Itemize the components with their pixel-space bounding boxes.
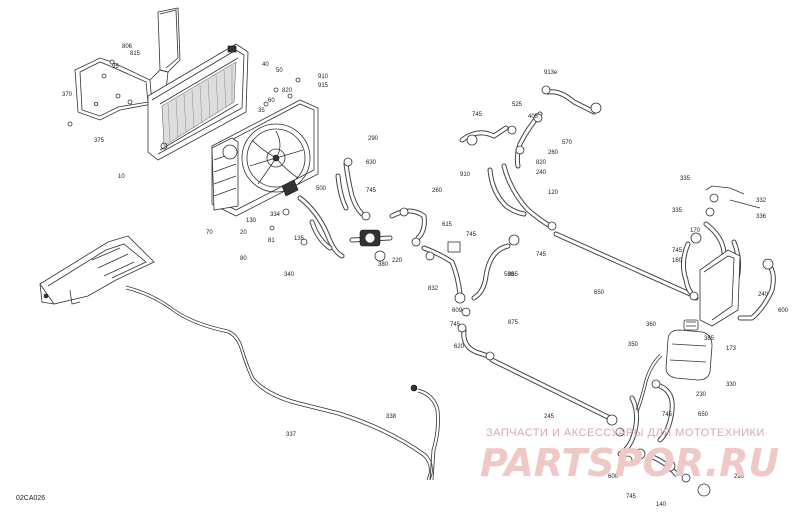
callout-label: 570 — [562, 140, 573, 146]
watermark-tagline: ЗАПЧАСТИ И АКСЕССУАРЫ ДЛЯ МОТОТЕХНИКИ — [486, 427, 765, 439]
callout-label: 20 — [240, 230, 247, 236]
callout-label: 600 — [778, 308, 789, 314]
fan-assembly — [211, 99, 319, 217]
callout-label: 832 — [428, 286, 439, 292]
callout-label: 140 — [656, 502, 667, 508]
hose-group — [297, 89, 776, 477]
callout-label: 35 — [258, 108, 265, 114]
fittings — [67, 59, 774, 497]
callout-label: 915 — [318, 83, 329, 89]
callout-label: 910 — [318, 74, 329, 80]
callout-label: 580 — [504, 272, 515, 278]
callout-label: 615 — [442, 222, 453, 228]
callout-label: 290 — [734, 474, 745, 480]
callout-label: 335 — [680, 176, 691, 182]
callout-label: 650 — [698, 412, 709, 418]
callout-label: 745 — [536, 252, 547, 258]
callout-label: 135 — [294, 236, 305, 242]
callout-label: 745 — [466, 232, 477, 238]
callout-label: 130 — [246, 218, 257, 224]
callout-label: 913e — [544, 70, 558, 76]
callout-label: 609 — [452, 308, 463, 314]
callout-label: 265 — [508, 272, 519, 278]
diagram-code: 02CA026 — [16, 495, 45, 502]
callout-label: 240 — [536, 170, 547, 176]
callout-label: 745 — [672, 248, 683, 254]
callout-label: 81 — [268, 238, 275, 244]
callout-label: 40 — [262, 62, 269, 68]
callout-label: 230 — [696, 392, 707, 398]
callout-label: 50 — [276, 68, 283, 74]
callout-label: 340 — [284, 272, 295, 278]
callout-label: 405 — [528, 114, 539, 120]
callout-label: 745 — [450, 322, 461, 328]
callout-label: 260 — [432, 188, 443, 194]
callout-label: 370 — [62, 92, 73, 98]
callout-label: 332 — [756, 198, 767, 204]
callout-label: 745 — [366, 188, 377, 194]
callout-label: 820 — [536, 160, 547, 166]
callout-label: 375 — [94, 138, 105, 144]
callout-label: 525 — [512, 102, 523, 108]
callout-label: 350 — [628, 342, 639, 348]
callout-label: 160 — [672, 258, 683, 264]
callout-label: 220 — [392, 258, 403, 264]
callout-label: 170 — [690, 228, 701, 234]
callout-label: 600 — [608, 474, 619, 480]
callout-label: 500 — [316, 186, 327, 192]
callout-label: 60 — [268, 98, 275, 104]
callout-label: 334 — [270, 212, 281, 218]
callout-label: 806 — [122, 44, 133, 50]
callout-label: 95 — [112, 64, 119, 70]
callout-label: 245 — [544, 414, 555, 420]
callout-label: 875 — [508, 320, 519, 326]
callout-label: 173 — [726, 346, 737, 352]
callout-label: 335 — [672, 208, 683, 214]
callout-label: 80 — [240, 256, 247, 262]
callout-label: 336 — [756, 214, 767, 220]
callout-label: 815 — [130, 51, 141, 57]
overflow-line — [125, 285, 440, 481]
lower-bracket — [39, 235, 155, 305]
callout-label: 240 — [758, 292, 769, 298]
callout-label: 385 — [704, 336, 715, 342]
expansion-tank — [699, 249, 741, 327]
callout-label: 260 — [548, 150, 559, 156]
callout-label: 290 — [368, 136, 379, 142]
callout-label: 630 — [366, 160, 377, 166]
coolant-reservoir — [665, 319, 713, 381]
callout-label: 380 — [378, 262, 389, 268]
callout-label: 120 — [548, 190, 559, 196]
callout-label: 360 — [646, 322, 657, 328]
callout-label: 337 — [286, 432, 297, 438]
callout-label: 10 — [118, 174, 125, 180]
callout-label: 70 — [206, 230, 213, 236]
callout-label: 745 — [472, 112, 483, 118]
callout-label: 338 — [386, 414, 397, 420]
callout-label: 620 — [454, 344, 465, 350]
callout-label: 820 — [282, 88, 293, 94]
callout-label: 910 — [460, 172, 471, 178]
callout-label: 745 — [626, 494, 637, 500]
callout-label: 650 — [594, 290, 605, 296]
watermark-brand: PARTSPOR.RU — [480, 441, 779, 485]
callout-label: 745 — [662, 412, 673, 418]
radiator — [147, 43, 249, 161]
callout-label: 330 — [726, 382, 737, 388]
